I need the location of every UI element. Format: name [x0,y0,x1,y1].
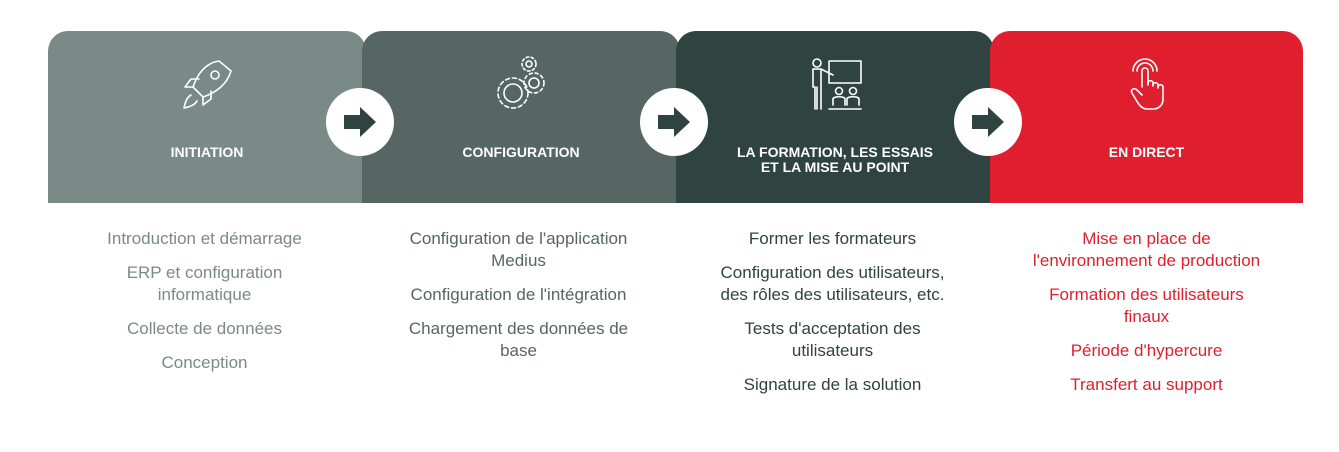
task-item: Configuration de l'intégration [410,285,627,304]
stage-configuration: CONFIGURATION [362,31,680,203]
task-list-configuration: Configuration de l'application Medius Co… [362,228,675,374]
arrow-right-icon [640,88,708,156]
stage-title: EN DIRECT [1108,144,1185,160]
task-item: ERP et configuration informatique [126,263,283,304]
task-item: Collecte de données [126,319,282,338]
task-item: Configuration de l'application Medius [409,229,628,270]
rocket-icon [175,53,239,117]
task-item: Introduction et démarrage [107,229,302,248]
task-item: Chargement des données de base [408,319,629,360]
task-item: Former les formateurs [748,229,917,248]
stage-formation: LA FORMATION, LES ESSAIS ET LA MISE AU P… [676,31,994,203]
stage-en-direct: EN DIRECT [990,31,1303,203]
task-list-formation: Former les formateurs Configuration des … [676,228,989,408]
task-item: Mise en place de l'environnement de prod… [1032,229,1261,270]
task-item: Tests d'acceptation des utilisateurs [744,319,921,360]
stage-initiation: INITIATION [48,31,366,203]
arrow-right-icon [326,88,394,156]
presentation-board-icon [803,53,867,117]
gears-icon [489,53,553,117]
stage-title: INITIATION [170,144,244,160]
task-list-initiation: Introduction et démarrage ERP et configu… [48,228,361,386]
task-item: Configuration des utilisateurs, des rôle… [720,263,945,304]
arrow-right-icon [954,88,1022,156]
touch-hand-icon [1115,53,1179,117]
task-item: Période d'hypercure [1070,341,1223,360]
stage-title: CONFIGURATION [462,144,580,160]
task-list-en-direct: Mise en place de l'environnement de prod… [990,228,1303,408]
task-item: Conception [161,353,248,372]
stage-title: LA FORMATION, LES ESSAIS ET LA MISE AU P… [736,144,933,175]
task-item: Transfert au support [1070,375,1223,394]
task-item: Formation des utilisateurs finaux [1049,285,1244,326]
task-item: Signature de la solution [743,375,922,394]
